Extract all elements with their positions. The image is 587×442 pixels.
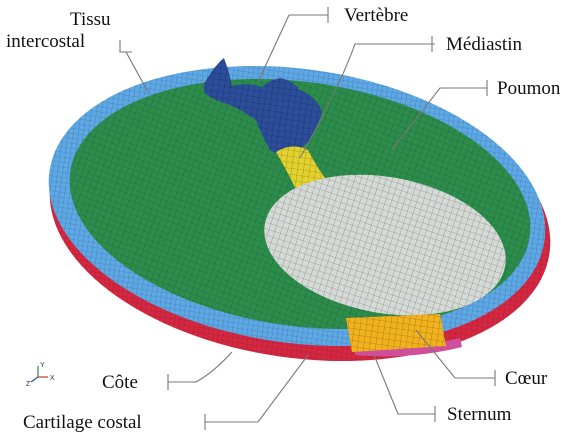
sternum [346, 314, 446, 352]
label-sternum: Sternum [447, 405, 511, 424]
label-cartilage-costal: Cartilage costal [23, 413, 142, 432]
label-tissu-intercostal-line2: intercostal [6, 32, 85, 51]
label-mediastin: Médiastin [446, 35, 522, 54]
label-vertebre: Vertèbre [344, 6, 408, 25]
svg-text:X: X [50, 375, 55, 382]
svg-text:Z: Z [26, 381, 31, 388]
label-tissu-intercostal-line1: Tissu [70, 10, 111, 29]
label-coeur: Cœur [505, 369, 547, 388]
label-poumon: Poumon [497, 79, 560, 98]
axis-triad-icon: Y X Z [26, 362, 55, 388]
svg-text:Y: Y [40, 362, 45, 369]
label-cote: Côte [102, 373, 138, 392]
